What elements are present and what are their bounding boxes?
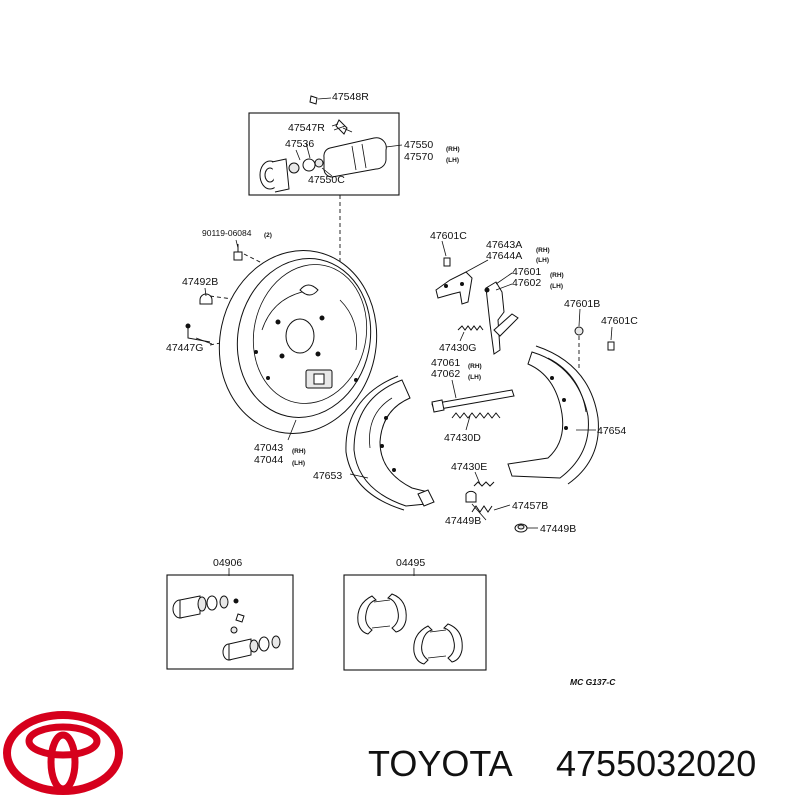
spring-47430E-part — [473, 481, 495, 487]
label-47570: 47570 — [404, 151, 433, 163]
kit-04906-box — [166, 574, 294, 670]
spring-47430D-part — [451, 412, 501, 419]
label-90119-06084: 90119-06084 — [202, 228, 252, 238]
label-47601B: 47601B — [564, 298, 600, 310]
label-47644A: 47644A — [486, 250, 522, 262]
label-47061-side: (RH) — [468, 363, 482, 370]
label-47643A-side: (RH) — [536, 247, 550, 254]
brake-shoe-47654 — [507, 345, 599, 485]
label-47447G: 47447G — [166, 342, 203, 354]
label-47430D: 47430D — [444, 432, 481, 444]
backing-plate-group — [218, 250, 378, 434]
pin-47601B-part — [574, 326, 584, 336]
label-47602-side: (LH) — [550, 283, 563, 290]
label-47548R: 47548R — [332, 91, 369, 103]
label-47550-side: (RH) — [446, 146, 460, 153]
adjusting-lever-part — [485, 281, 505, 355]
label-04906: 04906 — [213, 557, 242, 569]
part-number: 4755032020 — [556, 743, 756, 784]
logo-horizontal-ellipse — [25, 723, 101, 759]
toyota-logo — [3, 711, 123, 795]
wheel-cylinder-box — [248, 112, 400, 196]
label-47449B-right: 47449B — [540, 523, 576, 535]
cylinder-cup-part — [302, 158, 316, 172]
label-47644A-side: (LH) — [536, 257, 549, 264]
label-47601: 47601 — [512, 266, 541, 278]
spring-47430G-part — [457, 325, 484, 331]
cylinder-piston-part — [288, 162, 300, 174]
label-47550: 47550 — [404, 139, 433, 151]
label-47601C-top: 47601C — [430, 230, 467, 242]
label-47062: 47062 — [431, 368, 460, 380]
bolt-90119-part — [233, 244, 243, 261]
spring-47457B-part — [471, 505, 493, 513]
part-labels: 47548R 47547R 47536 47550 (RH) 47570 (LH… — [166, 91, 638, 535]
label-47570-side: (LH) — [446, 157, 459, 164]
kit-04495-box — [343, 574, 487, 671]
guide-47447G-part — [187, 326, 211, 343]
label-47062-side: (LH) — [468, 374, 481, 381]
drawing-code: MC G137-C — [570, 677, 616, 687]
label-47457B: 47457B — [512, 500, 548, 512]
backing-plate-hub — [285, 318, 315, 354]
label-47061: 47061 — [431, 357, 460, 369]
parking-lever-group — [435, 271, 519, 355]
label-47602: 47602 — [512, 277, 541, 289]
pin-47601C-b-part — [607, 341, 615, 351]
cup-47449B-a-part — [465, 490, 477, 503]
plug-47492B-part — [199, 293, 213, 305]
label-47044-side: (LH) — [292, 460, 305, 467]
brake-shoe-47653 — [345, 375, 435, 511]
label-47653: 47653 — [313, 470, 342, 482]
parking-lever-part — [435, 271, 473, 305]
wheel-cylinder-body — [323, 137, 387, 178]
label-47654: 47654 — [597, 425, 626, 437]
label-47643A: 47643A — [486, 239, 522, 251]
label-47601C-right: 47601C — [601, 315, 638, 327]
kit-04495-group: 04495 — [343, 557, 487, 671]
strut-47061-part — [431, 389, 515, 413]
logo-vertical-ellipse — [47, 731, 79, 793]
label-47430G: 47430G — [439, 342, 476, 354]
label-47492B: 47492B — [182, 276, 218, 288]
kit-04906-group: 04906 — [166, 557, 294, 670]
label-47043-side: (RH) — [292, 448, 306, 455]
label-04495: 04495 — [396, 557, 425, 569]
pin-47601C-a-part — [443, 257, 451, 267]
label-47550C: 47550C — [308, 174, 345, 186]
label-47547R: 47547R — [288, 122, 325, 134]
label-47449B-left: 47449B — [445, 515, 481, 527]
label-47536: 47536 — [285, 138, 314, 150]
label-47043: 47043 — [254, 442, 283, 454]
label-47601-side: (RH) — [550, 272, 564, 279]
brand-name: TOYOTA — [368, 743, 513, 784]
label-47044: 47044 — [254, 454, 283, 466]
label-qty-2: (2) — [264, 232, 272, 239]
bleeder-cap-part — [309, 95, 318, 105]
label-47430E: 47430E — [451, 461, 487, 473]
